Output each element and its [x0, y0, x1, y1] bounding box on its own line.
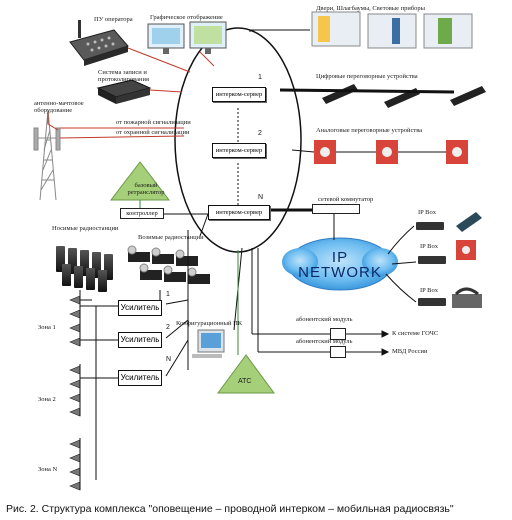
amp-number-n: N — [166, 356, 172, 363]
intercom-server-n[interactable]: интерком-сервер — [208, 205, 270, 220]
subscriber-module-1[interactable] — [330, 328, 346, 340]
zone-1-label: Зона 1 — [38, 324, 56, 331]
portable-radios-icon — [56, 246, 113, 292]
server-number-1: 1 — [258, 74, 262, 81]
ip-network-label: IP NETWORK — [288, 250, 392, 280]
network-switch[interactable] — [312, 204, 360, 214]
amp-number-2: 2 — [166, 324, 170, 331]
connection-lines — [79, 29, 455, 490]
door-devices-icon — [311, 11, 473, 49]
digital-intercoms-label: Цифровые переговорные устройства — [316, 73, 418, 80]
antenna-tower-icon — [33, 109, 61, 201]
digital-intercom-icons — [322, 84, 486, 108]
subscriber-module-1-label: абонентский модуль — [296, 316, 353, 323]
gochs-system-label: К системе ГОЧС — [392, 330, 439, 337]
operator-console-icon — [69, 20, 129, 66]
base-repeater-label: базовый ретранслятор — [127, 182, 165, 196]
amp-number-1: 1 — [166, 291, 170, 298]
server-number-n: N — [258, 194, 264, 201]
amplifier-n[interactable]: Усилитель — [118, 370, 162, 386]
ip-box-2-label: IP Box — [420, 243, 438, 250]
server-number-2: 2 — [258, 130, 262, 137]
ip-box-1-label: IP Box — [418, 209, 436, 216]
figure-caption: Рис. 2. Структура комплекса "оповещение … — [6, 503, 454, 515]
red-lines — [59, 47, 215, 139]
portable-radios-label: Носимые радиостанции — [52, 225, 119, 232]
recording-system-label: Система записи и протоколирования — [98, 69, 149, 83]
ip-box-3-label: IP Box — [420, 287, 438, 294]
network-text: NETWORK — [298, 264, 382, 281]
green-lines — [139, 200, 239, 355]
vehicle-radios-label: Возимые радиостанции — [138, 234, 204, 241]
subscriber-module-2-label: абонентский модуль — [296, 338, 353, 345]
intercom-server-1[interactable]: интерком-сервер — [212, 87, 266, 102]
mvd-russia-label: МВД России — [392, 348, 428, 355]
doors-barriers-label: Двери, Шлагбаумы, Световые приборы — [316, 5, 426, 12]
ip-text: IP — [331, 249, 349, 266]
config-pc-label: Конфигурационный ПК — [176, 320, 243, 327]
speakers — [69, 295, 81, 491]
config-pc-icon — [192, 329, 225, 358]
ats-triangle — [217, 354, 275, 394]
vehicle-radios-icon — [127, 245, 210, 284]
operator-console-label: ПУ оператора — [94, 16, 133, 23]
controller-box: контроллер — [120, 208, 164, 219]
network-switch-label: сетевой коммутатор — [318, 196, 374, 203]
amplifier-1[interactable]: Усилитель — [118, 300, 162, 316]
intercom-server-2[interactable]: интерком-сервер — [212, 143, 266, 158]
analog-intercom-icons — [314, 140, 468, 164]
zone-2-label: Зона 2 — [38, 396, 56, 403]
security-alarm-label: от охранной сигнализации — [116, 129, 190, 136]
amplifier-2[interactable]: Усилитель — [118, 332, 162, 348]
graphic-display-label: Графическое отображение — [150, 14, 223, 21]
fire-alarm-label: от пожарной сигнализации — [116, 119, 191, 126]
zone-n-label: Зона N — [38, 466, 58, 473]
subscriber-module-2[interactable] — [330, 346, 346, 358]
ip-box-devices — [416, 212, 482, 308]
recorder-icon — [96, 79, 152, 104]
analog-intercoms-label: Аналоговые переговорные устройства — [316, 127, 423, 134]
graphic-display-icon — [147, 21, 227, 54]
antenna-equipment-label: антенно-мачтовое оборудование — [34, 100, 84, 114]
ats-label: АТС — [238, 378, 252, 385]
